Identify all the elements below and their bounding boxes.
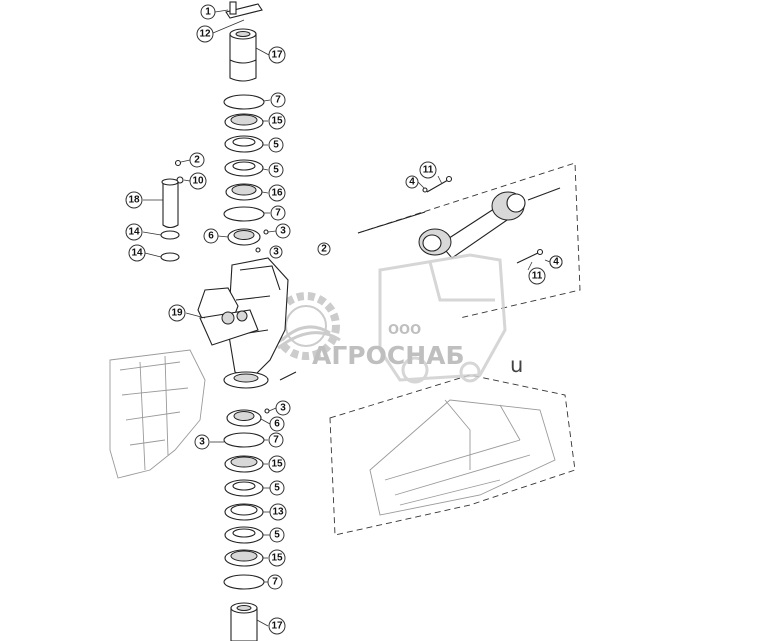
svg-text:2: 2 bbox=[194, 155, 200, 166]
callout-3-d: 3 bbox=[194, 434, 210, 450]
steering-knuckle bbox=[197, 257, 297, 389]
callout-15-b: 15 bbox=[268, 455, 286, 473]
callout-17-top: 17 bbox=[268, 46, 286, 64]
watermark: ООО АГРОСНАБ u bbox=[272, 253, 523, 384]
watermark-brand: АГРОСНАБ bbox=[312, 341, 465, 370]
callout-6-a: 6 bbox=[203, 228, 219, 244]
lower-stack bbox=[223, 408, 270, 641]
svg-text:6: 6 bbox=[274, 419, 280, 430]
svg-text:5: 5 bbox=[274, 483, 280, 494]
callout-7-c: 7 bbox=[268, 432, 284, 448]
callout-4-b: 4 bbox=[549, 255, 563, 269]
callout-5-d: 5 bbox=[269, 527, 285, 543]
callout-1: 1 bbox=[200, 4, 216, 20]
svg-text:11: 11 bbox=[423, 165, 434, 176]
svg-text:14: 14 bbox=[131, 248, 143, 259]
callout-11-a: 11 bbox=[419, 161, 437, 179]
svg-text:7: 7 bbox=[275, 95, 281, 106]
svg-text:3: 3 bbox=[199, 437, 205, 448]
svg-text:14: 14 bbox=[128, 227, 140, 238]
svg-text:15: 15 bbox=[271, 553, 283, 564]
callout-5-a: 5 bbox=[268, 137, 284, 153]
callout-13: 13 bbox=[269, 503, 287, 521]
svg-text:3: 3 bbox=[280, 403, 286, 414]
upper-stack bbox=[223, 1, 269, 253]
watermark-prefix: ООО bbox=[388, 323, 421, 338]
svg-text:19: 19 bbox=[171, 308, 183, 319]
svg-text:11: 11 bbox=[532, 271, 543, 282]
callout-2-a: 2 bbox=[189, 152, 205, 168]
axle-housing-left bbox=[109, 349, 206, 479]
callout-14-b: 14 bbox=[128, 244, 146, 262]
svg-text:7: 7 bbox=[272, 577, 278, 588]
callout-19: 19 bbox=[168, 304, 186, 322]
svg-text:17: 17 bbox=[271, 621, 283, 632]
svg-text:17: 17 bbox=[271, 50, 283, 61]
svg-text:4: 4 bbox=[553, 257, 559, 268]
callout-3-c: 3 bbox=[275, 400, 291, 416]
callout-7-b: 7 bbox=[270, 205, 286, 221]
callout-6-b: 6 bbox=[269, 416, 285, 432]
callout-2-b: 2 bbox=[317, 242, 331, 256]
svg-text:15: 15 bbox=[271, 459, 283, 470]
svg-text:7: 7 bbox=[275, 208, 281, 219]
callout-5-c: 5 bbox=[269, 480, 285, 496]
svg-text:6: 6 bbox=[208, 231, 214, 242]
callout-10: 10 bbox=[189, 172, 207, 190]
svg-text:15: 15 bbox=[271, 116, 283, 127]
svg-text:3: 3 bbox=[280, 226, 286, 237]
callout-5-b: 5 bbox=[268, 162, 284, 178]
callout-18: 18 bbox=[125, 191, 143, 209]
svg-text:3: 3 bbox=[273, 247, 279, 258]
left-pin-stack bbox=[160, 159, 184, 262]
watermark-suffix: u bbox=[510, 353, 523, 377]
svg-text:5: 5 bbox=[273, 165, 279, 176]
svg-text:7: 7 bbox=[273, 435, 279, 446]
axle-housing-right bbox=[329, 374, 576, 536]
callout-7-d: 7 bbox=[267, 574, 283, 590]
svg-text:2: 2 bbox=[321, 244, 327, 255]
svg-text:5: 5 bbox=[274, 530, 280, 541]
callout-15-c: 15 bbox=[268, 549, 286, 567]
callout-17-bottom: 17 bbox=[268, 617, 286, 635]
svg-text:10: 10 bbox=[192, 176, 204, 187]
callout-3-a: 3 bbox=[275, 223, 291, 239]
callout-12: 12 bbox=[196, 25, 214, 43]
svg-text:1: 1 bbox=[205, 7, 211, 18]
callout-16: 16 bbox=[268, 184, 286, 202]
callout-3-b: 3 bbox=[269, 245, 283, 259]
svg-text:16: 16 bbox=[271, 188, 283, 199]
callout-7-a: 7 bbox=[270, 92, 286, 108]
svg-text:4: 4 bbox=[409, 177, 415, 188]
callout-14-a: 14 bbox=[125, 223, 143, 241]
svg-text:12: 12 bbox=[199, 29, 211, 40]
svg-text:13: 13 bbox=[272, 507, 284, 518]
svg-text:5: 5 bbox=[273, 140, 279, 151]
callout-11-b: 11 bbox=[528, 267, 546, 285]
callout-4-a: 4 bbox=[405, 175, 419, 189]
svg-text:18: 18 bbox=[128, 195, 140, 206]
callout-15-a: 15 bbox=[268, 112, 286, 130]
leader-lines bbox=[142, 9, 277, 627]
harvester-watermark-icon bbox=[378, 253, 507, 384]
drive-shaft-assembly bbox=[357, 162, 581, 319]
